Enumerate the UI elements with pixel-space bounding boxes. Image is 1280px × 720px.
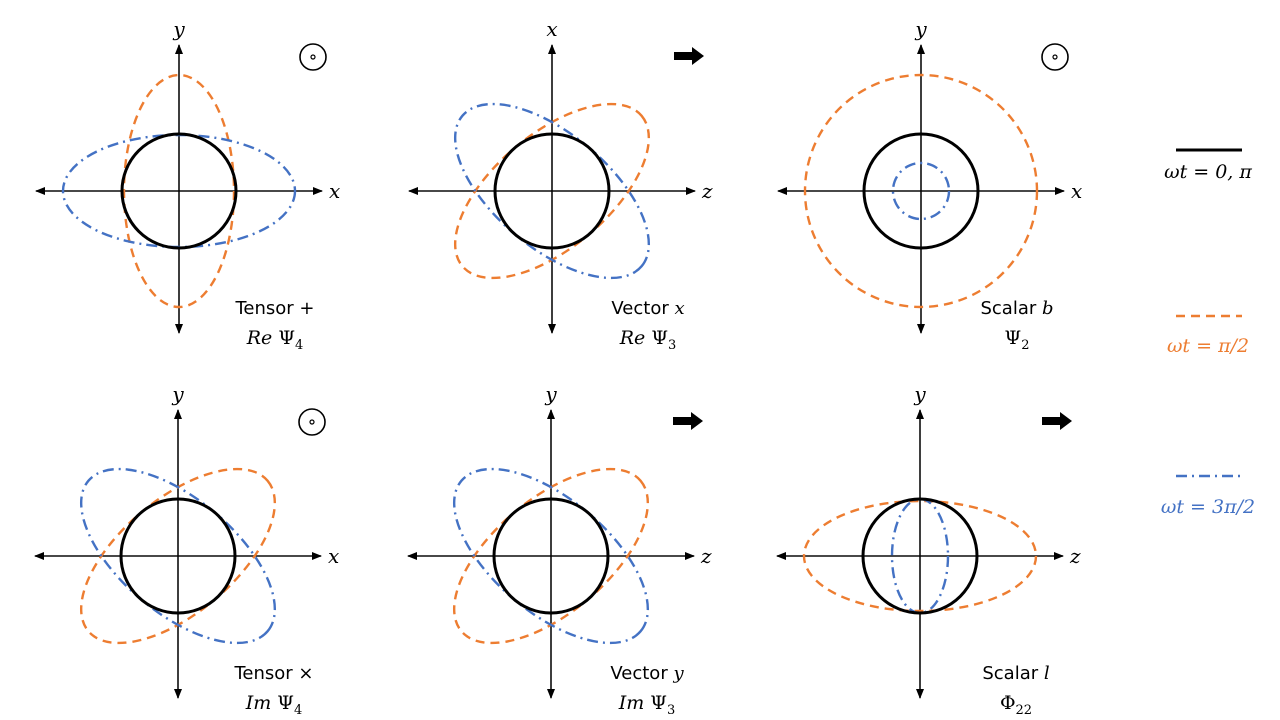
curve-dashed [122, 73, 236, 309]
caption-line2: Ψ2 [1005, 327, 1030, 353]
caption-line2: Im Ψ4 [245, 692, 303, 718]
right-arrow-icon [1042, 412, 1072, 430]
horizontal-axis-label: x [1071, 179, 1082, 203]
curve-dashdot [890, 497, 950, 615]
horizontal-axis-label: z [1069, 544, 1081, 568]
legend: ωt = 0, π ωt = π/2 ωt = 3π/2 [1161, 148, 1255, 518]
caption-line2: Im Ψ3 [618, 692, 676, 718]
vertical-axis-label: y [913, 382, 926, 406]
horizontal-axis-label: x [328, 544, 339, 568]
out-of-page-icon [299, 43, 327, 71]
vertical-axis-label: y [172, 17, 185, 41]
vertical-axis-label: y [171, 382, 184, 406]
curve-solid [119, 497, 237, 615]
curve-solid [862, 132, 980, 250]
caption-line1: Vector x [611, 298, 684, 319]
legend-entry-dashdot: ωt = 3π/2 [1161, 474, 1255, 518]
legend-entry-solid: ωt = 0, π [1164, 148, 1252, 183]
caption-line2: Re Ψ4 [246, 327, 304, 353]
caption-line1: Scalar b [980, 298, 1053, 319]
curve-solid [120, 132, 238, 250]
curve-dashdot [891, 161, 951, 221]
legend-label: ωt = π/2 [1167, 335, 1249, 357]
out-of-page-icon [298, 408, 326, 436]
horizontal-axis-label: z [700, 544, 712, 568]
curve-dashed [803, 73, 1039, 309]
curve-solid [861, 497, 979, 615]
vertical-axis-label: y [544, 382, 557, 406]
caption-line1: Tensor + [234, 298, 314, 319]
caption-line1: Scalar l [982, 663, 1050, 684]
vertical-axis-label: x [546, 17, 557, 41]
legend-label: ωt = 0, π [1164, 161, 1252, 183]
out-of-page-icon [1041, 43, 1069, 71]
legend-label: ωt = 3π/2 [1161, 496, 1255, 518]
horizontal-axis-label: x [329, 179, 340, 203]
right-arrow-icon [674, 47, 704, 65]
caption-line1: Vector y [610, 663, 684, 684]
vertical-axis-label: y [914, 17, 927, 41]
caption-line2: Φ22 [1000, 692, 1032, 718]
curve-solid [492, 497, 610, 615]
curve-solid [493, 132, 611, 250]
caption-line1: Tensor × [233, 663, 313, 684]
horizontal-axis-label: z [701, 179, 713, 203]
legend-entry-dashed: ωt = π/2 [1167, 314, 1249, 357]
caption-line2: Re Ψ3 [619, 327, 677, 353]
right-arrow-icon [673, 412, 703, 430]
curve-dashed [802, 499, 1038, 613]
